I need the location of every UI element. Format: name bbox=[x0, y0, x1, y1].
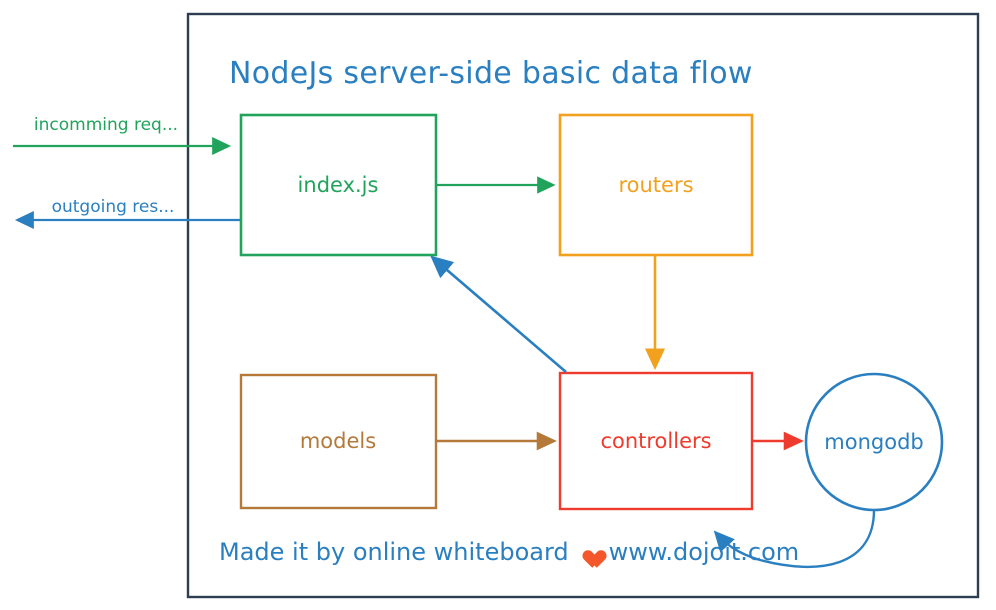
footer-credit: Made it by online whiteboard www.dojoit.… bbox=[219, 538, 799, 566]
node-mongodb[interactable] bbox=[804, 372, 944, 512]
diagram-frame bbox=[186, 12, 980, 599]
edge-controllers-to-index bbox=[430, 255, 567, 373]
node-models[interactable] bbox=[239, 373, 438, 510]
edge-mongodb-to-controllers bbox=[713, 509, 876, 569]
node-controllers[interactable] bbox=[558, 371, 754, 511]
footer-website-link[interactable]: www.dojoit.com bbox=[608, 538, 800, 566]
footer-text-before: Made it by online whiteboard bbox=[219, 538, 569, 566]
node-index-js[interactable] bbox=[239, 113, 438, 257]
heart-icon bbox=[578, 543, 600, 563]
node-routers[interactable] bbox=[558, 113, 754, 257]
